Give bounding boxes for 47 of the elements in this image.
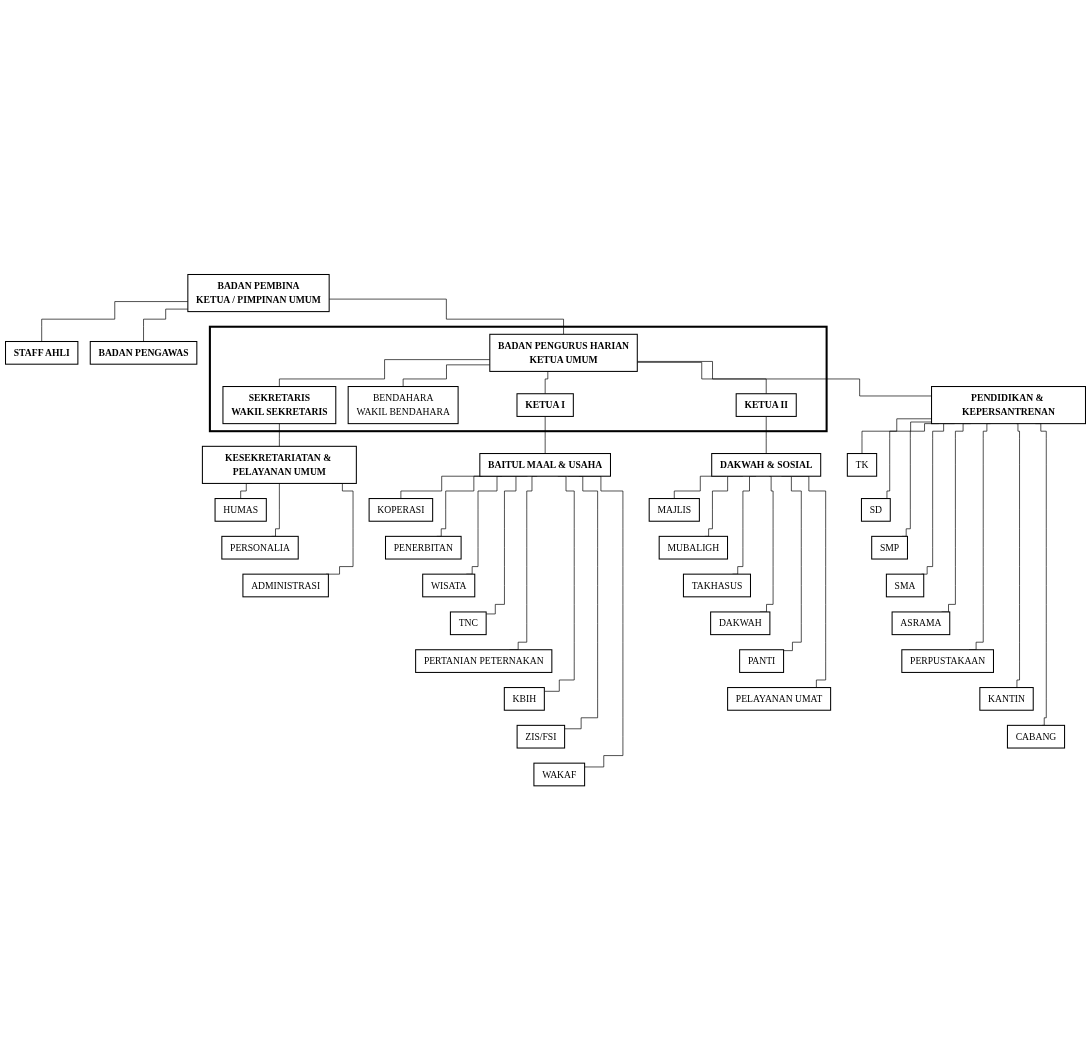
node-box [516, 724, 566, 749]
node-box [885, 573, 925, 598]
node-box [891, 611, 951, 635]
node-box [516, 393, 574, 417]
connector [279, 423, 280, 447]
node-box [658, 535, 729, 560]
node-box [187, 273, 330, 312]
node-box [242, 573, 329, 598]
node-box [860, 497, 891, 522]
node-box [735, 393, 797, 417]
node-box [846, 452, 878, 477]
node-box [385, 535, 462, 560]
node-box [201, 445, 357, 484]
node-box [533, 762, 586, 787]
node-box [222, 385, 337, 424]
node-box [415, 649, 553, 673]
connector [1014, 423, 1020, 688]
node-box [710, 611, 771, 635]
cluster [208, 325, 828, 433]
node-box [503, 686, 545, 711]
node-box [214, 497, 267, 522]
node-box [5, 340, 79, 365]
node-box [979, 686, 1034, 711]
node-box [682, 573, 751, 598]
node-box [368, 497, 434, 522]
node-box [727, 686, 832, 711]
connector [861, 418, 932, 454]
node-box [422, 573, 476, 598]
node-box [901, 649, 994, 673]
node-box [449, 611, 487, 635]
node-box [871, 535, 908, 560]
connector [564, 475, 598, 729]
node-box [479, 452, 611, 477]
node-box [347, 385, 459, 424]
connector [544, 475, 575, 692]
node-box [739, 649, 785, 673]
node-box [489, 333, 638, 372]
node-box [711, 452, 822, 477]
node-box [89, 340, 198, 365]
connector [883, 421, 932, 499]
node-box [931, 385, 1086, 424]
connector [765, 415, 767, 454]
node-box [221, 535, 299, 560]
node-box [648, 497, 700, 522]
connector [544, 415, 546, 454]
node-box [1006, 724, 1066, 749]
connector [544, 370, 551, 394]
